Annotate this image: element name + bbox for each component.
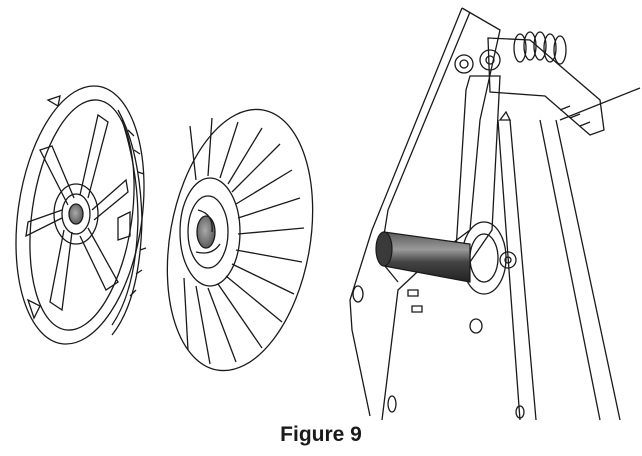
wheel-cap-spokes — [25, 113, 129, 312]
pivot-bolt-right — [479, 49, 501, 71]
ribbed-wheel-hub-ring — [179, 177, 241, 287]
pivot-bolt-left — [454, 54, 474, 74]
wheel-cap-back-edge — [111, 109, 143, 336]
ribbed-wheel-fins — [183, 117, 305, 365]
frame-side-plate — [349, 7, 501, 421]
frame-assembly — [349, 7, 641, 421]
wheel-cap-tab-top — [46, 95, 61, 108]
axle-shaft — [375, 231, 471, 283]
ribbed-wheel-outer-edge — [166, 108, 314, 372]
axle-shaft-end — [375, 231, 393, 267]
ribbed-wheel — [166, 108, 314, 372]
spoked-wheel-cap — [15, 85, 147, 345]
wheel-cap-tab-bottom — [26, 298, 41, 320]
figure-caption: Figure 9 — [280, 423, 362, 446]
tension-spring — [513, 31, 567, 65]
axle-nut — [499, 251, 517, 269]
frame-rear-rail — [539, 87, 641, 421]
wheel-cap-tab-right — [117, 210, 131, 241]
ribbed-wheel-hub — [196, 215, 216, 249]
wheel-cap-inner-rim — [29, 99, 135, 331]
wheel-cap-hub — [53, 183, 99, 245]
arm-link — [455, 75, 501, 263]
frame-hole — [352, 285, 364, 303]
